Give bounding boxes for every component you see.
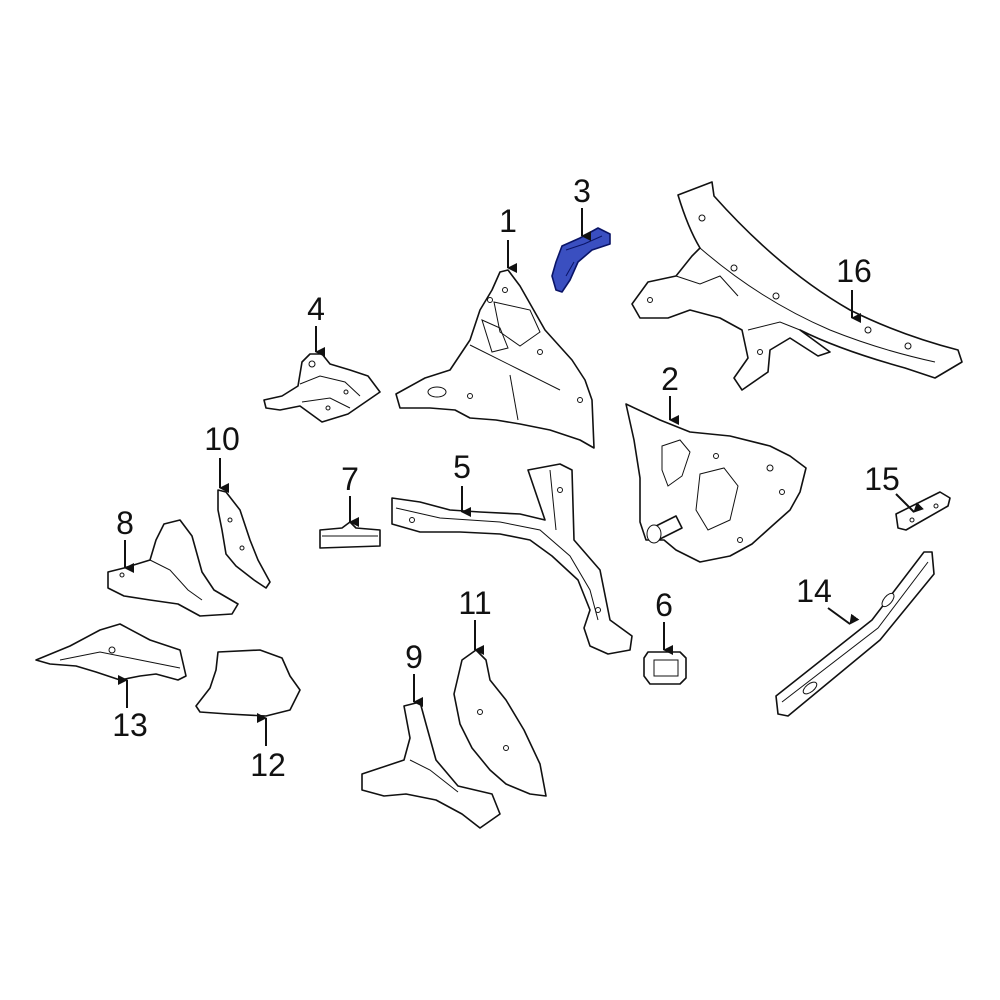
callout-13: 13 bbox=[112, 675, 148, 743]
callout-number: 9 bbox=[405, 639, 423, 675]
callout-10: 10 bbox=[204, 421, 240, 493]
callout-number: 13 bbox=[112, 707, 148, 743]
callout-number: 10 bbox=[204, 421, 240, 457]
part-2-panel[interactable] bbox=[625, 403, 807, 563]
callout-14: 14 bbox=[796, 573, 860, 625]
part-14-crossmember[interactable] bbox=[775, 551, 935, 717]
callout-1: 1 bbox=[499, 203, 517, 273]
part-13-panel[interactable] bbox=[35, 623, 187, 681]
callout-number: 14 bbox=[796, 573, 832, 609]
callout-16: 16 bbox=[836, 253, 872, 323]
part-16-upper-support[interactable] bbox=[631, 181, 963, 391]
part-15-plate[interactable] bbox=[895, 491, 951, 531]
callout-11: 11 bbox=[458, 585, 492, 655]
part-3-bracket[interactable] bbox=[551, 227, 611, 293]
part-7-bracket[interactable] bbox=[319, 521, 381, 549]
part-4-panel[interactable] bbox=[263, 353, 381, 423]
callout-number: 2 bbox=[661, 361, 679, 397]
callout-number: 3 bbox=[573, 173, 591, 209]
callout-number: 7 bbox=[341, 461, 359, 497]
callout-number: 5 bbox=[453, 449, 471, 485]
callout-4: 4 bbox=[307, 291, 325, 357]
callout-number: 11 bbox=[458, 585, 491, 621]
callout-number: 12 bbox=[250, 747, 286, 783]
part-6-plug[interactable] bbox=[643, 651, 687, 685]
callout-7: 7 bbox=[341, 461, 359, 527]
callout-8: 8 bbox=[116, 505, 134, 573]
callout-number: 4 bbox=[307, 291, 325, 327]
callout-12: 12 bbox=[250, 713, 286, 783]
part-9-rail[interactable] bbox=[361, 701, 501, 829]
callout-number: 8 bbox=[116, 505, 134, 541]
part-11-panel[interactable] bbox=[453, 649, 547, 797]
callout-number: 1 bbox=[499, 203, 517, 239]
callout-15: 15 bbox=[864, 461, 924, 513]
callout-2: 2 bbox=[661, 361, 679, 425]
callout-5: 5 bbox=[453, 449, 471, 517]
callout-number: 6 bbox=[655, 587, 673, 623]
part-12-panel[interactable] bbox=[195, 649, 301, 717]
callout-3: 3 bbox=[573, 173, 591, 241]
callout-number: 16 bbox=[836, 253, 872, 289]
part-10-bracket[interactable] bbox=[217, 489, 271, 589]
part-5-frame-rail[interactable] bbox=[391, 463, 633, 655]
callout-number: 15 bbox=[864, 461, 900, 497]
callout-6: 6 bbox=[655, 587, 673, 655]
callout-9: 9 bbox=[405, 639, 423, 707]
part-1-apron-panel[interactable] bbox=[395, 269, 595, 449]
